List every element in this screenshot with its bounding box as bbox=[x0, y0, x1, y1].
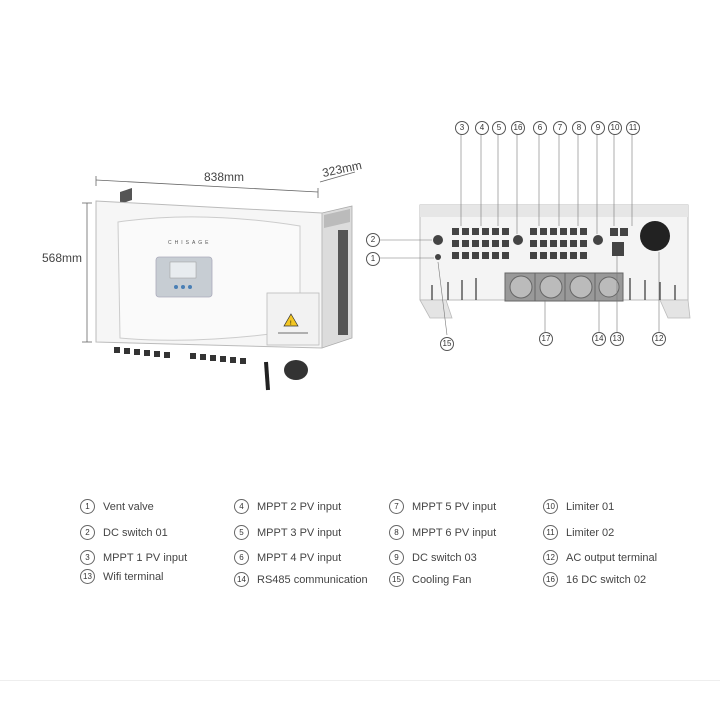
legend-label: 16 DC switch 02 bbox=[566, 573, 647, 586]
legend-label: DC switch 03 bbox=[412, 551, 477, 564]
legend-number: 16 bbox=[543, 572, 558, 587]
legend-label: Wifi terminal bbox=[103, 570, 164, 583]
legend-item: 5 MPPT 3 PV input bbox=[234, 525, 341, 540]
callout-1: 1 bbox=[366, 252, 380, 266]
legend-number: 13 bbox=[80, 569, 95, 584]
legend-number: 7 bbox=[389, 499, 404, 514]
callout-8: 8 bbox=[572, 121, 586, 135]
legend-label: DC switch 01 bbox=[103, 526, 168, 539]
legend-number: 2 bbox=[80, 525, 95, 540]
callout-14: 14 bbox=[592, 332, 606, 346]
svg-text:!: ! bbox=[290, 321, 292, 327]
bottom-divider bbox=[0, 680, 720, 681]
legend-number: 3 bbox=[80, 550, 95, 565]
callout-12: 12 bbox=[652, 332, 666, 346]
legend-item: 13 Wifi terminal bbox=[80, 569, 164, 584]
legend-number: 4 bbox=[234, 499, 249, 514]
legend-label: MPPT 2 PV input bbox=[257, 500, 342, 513]
legend-item: 1 Vent valve bbox=[80, 499, 154, 514]
callout-5: 5 bbox=[492, 121, 506, 135]
callout-16: 16 bbox=[511, 121, 525, 135]
legend-item: 9 DC switch 03 bbox=[389, 550, 477, 565]
legend-item: 12 AC output terminal bbox=[543, 550, 657, 565]
height-dimension-label: 568mm bbox=[42, 251, 83, 265]
callout-4: 4 bbox=[475, 121, 489, 135]
legend-number: 15 bbox=[389, 572, 404, 587]
cooling-fans bbox=[504, 272, 624, 302]
callout-6: 6 bbox=[533, 121, 547, 135]
indicator-led bbox=[188, 285, 192, 289]
legend-item: 3 MPPT 1 PV input bbox=[80, 550, 187, 565]
legend-label: MPPT 4 PV input bbox=[257, 551, 342, 564]
legend-label: MPPT 3 PV input bbox=[257, 526, 342, 539]
legend-item: 4 MPPT 2 PV input bbox=[234, 499, 341, 514]
legend-item: 10 Limiter 01 bbox=[543, 499, 614, 514]
legend-item: 15 Cooling Fan bbox=[389, 572, 471, 587]
legend-label: Vent valve bbox=[103, 500, 154, 513]
legend-item: 16 16 DC switch 02 bbox=[543, 572, 646, 587]
legend-item: 11 Limiter 02 bbox=[543, 525, 614, 540]
legend-number: 5 bbox=[234, 525, 249, 540]
callout-7: 7 bbox=[553, 121, 567, 135]
brand-logo: CHISAGE bbox=[168, 240, 212, 246]
legend-label: Cooling Fan bbox=[412, 573, 472, 586]
indicator-led bbox=[174, 285, 178, 289]
legend-label: RS485 communication bbox=[257, 573, 368, 586]
callout-13: 13 bbox=[610, 332, 624, 346]
warning-triangle-icon bbox=[283, 313, 299, 327]
legend-number: 8 bbox=[389, 525, 404, 540]
legend-item: 8 MPPT 6 PV input bbox=[389, 525, 496, 540]
callout-17: 17 bbox=[539, 332, 553, 346]
legend-label: MPPT 1 PV input bbox=[103, 551, 188, 564]
legend-label: Limiter 01 bbox=[566, 500, 615, 513]
callout-15: 15 bbox=[440, 337, 454, 351]
legend-number: 12 bbox=[543, 550, 558, 565]
indicator-led bbox=[181, 285, 185, 289]
legend-label: MPPT 6 PV input bbox=[412, 526, 497, 539]
legend-number: 9 bbox=[389, 550, 404, 565]
legend-number: 10 bbox=[543, 499, 558, 514]
callout-10: 10 bbox=[608, 121, 622, 135]
ac-terminal bbox=[640, 221, 670, 251]
width-dimension-label: 838mm bbox=[204, 170, 245, 184]
legend-label: MPPT 5 PV input bbox=[412, 500, 497, 513]
callout-2: 2 bbox=[366, 233, 380, 247]
legend-label: Limiter 02 bbox=[566, 526, 615, 539]
ac-cable bbox=[264, 361, 270, 391]
legend-number: 14 bbox=[234, 572, 249, 587]
legend-item: 2 DC switch 01 bbox=[80, 525, 168, 540]
legend-number: 11 bbox=[543, 525, 558, 540]
legend-item: 14 RS485 communication bbox=[234, 572, 368, 587]
legend-item: 6 MPPT 4 PV input bbox=[234, 550, 341, 565]
legend-number: 6 bbox=[234, 550, 249, 565]
callout-9: 9 bbox=[591, 121, 605, 135]
lcd-screen bbox=[169, 261, 197, 279]
legend-number: 1 bbox=[80, 499, 95, 514]
cable-gland bbox=[284, 360, 308, 380]
callout-3: 3 bbox=[455, 121, 469, 135]
legend-item: 7 MPPT 5 PV input bbox=[389, 499, 496, 514]
callout-11: 11 bbox=[626, 121, 640, 135]
legend-label: AC output terminal bbox=[566, 551, 658, 564]
